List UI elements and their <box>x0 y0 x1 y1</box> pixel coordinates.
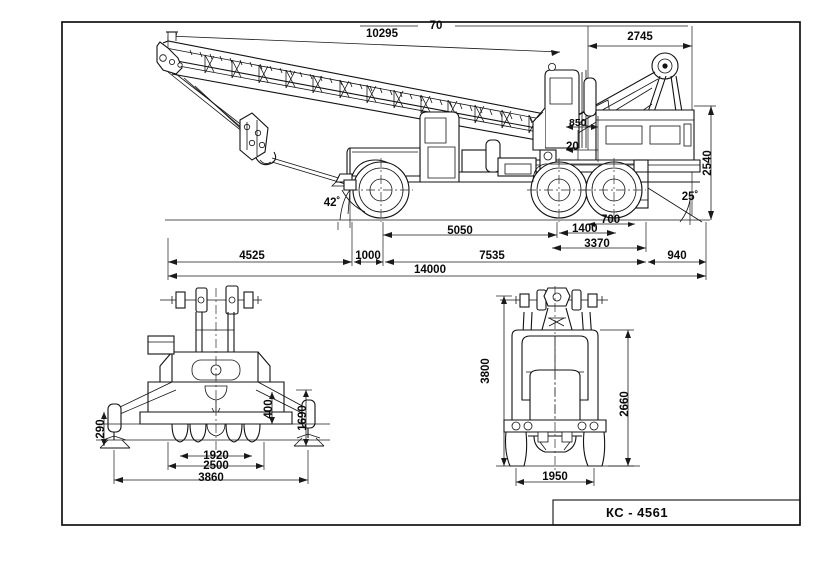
dim-label-counterweight-rear: 2745 <box>627 31 653 43</box>
sheet-border <box>61 21 801 526</box>
side-elevation-view <box>156 25 716 280</box>
dim-overall-length <box>167 266 706 280</box>
title-block <box>552 499 801 526</box>
wheels-side-view <box>349 158 646 222</box>
dim-label-front-overhang: 4525 <box>239 250 265 262</box>
dim-label-overall-height: 2540 <box>702 150 714 176</box>
front-elevation-view <box>496 286 640 486</box>
dim-2500 <box>167 442 265 470</box>
dim-label-rear-segment: 940 <box>667 250 686 262</box>
wheel-rear-2 <box>582 158 646 222</box>
dim-label-hook-angle: 42˚ <box>324 197 341 209</box>
rear-elevation-view <box>96 285 330 484</box>
dim-1950 <box>515 468 595 486</box>
dim-label-rear-overhang-part: 700 <box>601 214 620 226</box>
dim-label-rear-group: 3370 <box>584 238 610 250</box>
dim-label-front-overall-height: 3800 <box>480 358 492 384</box>
dim-label-mast-height: 850 <box>569 117 587 129</box>
dim-mast-850 <box>566 124 598 130</box>
wheel-front <box>349 158 413 222</box>
rear-superstructure <box>147 335 285 417</box>
wheel-rear-1 <box>527 158 591 222</box>
dim-label-axle-spacing: 1400 <box>572 223 598 235</box>
dim-label-overall-length: 14000 <box>414 264 446 276</box>
dim-label-outrigger-pad-height: 290 <box>95 419 107 438</box>
dim-wheelbase <box>382 222 558 238</box>
dim-label-front-segment: 1000 <box>355 250 381 262</box>
dim-400 <box>269 392 275 424</box>
dim-700 <box>588 222 635 227</box>
dim-label-body-height: 2660 <box>619 391 631 417</box>
front-outrigger <box>341 179 366 215</box>
dim-1920 <box>180 453 252 459</box>
dim-1690 <box>296 389 312 446</box>
dim-axle-spacing <box>559 230 616 236</box>
dim-3860 <box>113 450 309 484</box>
dim-label-wheelbase: 5050 <box>447 225 473 237</box>
dim-label-boom-length: 10295 <box>366 28 399 40</box>
dim-3800 <box>496 295 512 466</box>
dim-label-outrigger-drop: 400 <box>263 399 275 418</box>
front-sheave-head <box>500 287 608 311</box>
dim-overall-height <box>694 105 716 220</box>
rear-sheave-assembly <box>160 285 262 352</box>
dim-3370 <box>552 222 647 252</box>
dim-label-outrigger-side-height: 1690 <box>297 405 309 431</box>
dim-label-departure-angle: 25˚ <box>682 191 699 203</box>
dim-2660 <box>600 329 634 467</box>
boom-foot-a-frame <box>565 52 683 136</box>
dim-label-front-track: 1950 <box>542 471 568 483</box>
dim-label-boom-angle-top: 70 <box>430 20 443 32</box>
dim-row-segments <box>167 222 707 280</box>
dim-290 <box>101 412 107 446</box>
dim-label-track-inner: 1920 <box>203 450 229 462</box>
dim-label-track-outer: 2500 <box>203 460 229 472</box>
angle-42 <box>337 189 351 230</box>
dim-label-mid-segment: 7535 <box>479 250 505 262</box>
dim-label-outrigger-span: 3860 <box>198 472 224 484</box>
dim-label-mast-offset: 20 <box>566 141 579 153</box>
title-block-designation: КС - 4561 <box>606 505 668 520</box>
dim-mast-20 <box>566 116 599 162</box>
lattice-boom <box>162 40 571 147</box>
